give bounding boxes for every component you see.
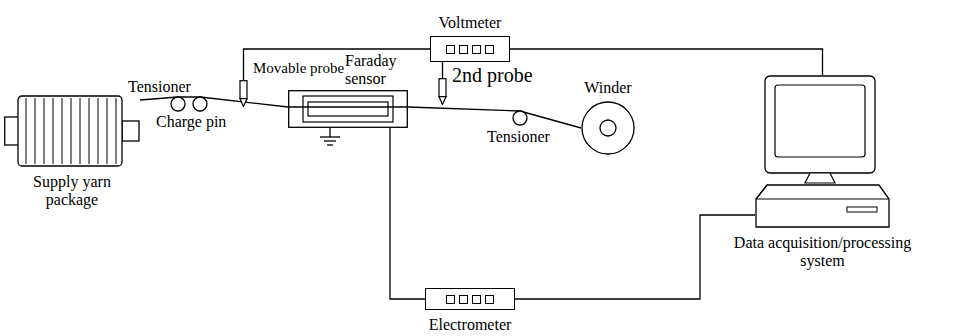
part-label: Tensioner (128, 78, 191, 96)
wire (140, 97, 288, 107)
probe-shape (438, 78, 447, 105)
computer-shape (755, 75, 890, 228)
node-label: Voltmeter (439, 14, 502, 32)
yarn-package: Supply yarn package (4, 95, 140, 167)
faraday-shape (288, 90, 408, 128)
computer: Data acquisition/processing system (755, 75, 890, 228)
meter-box (430, 36, 510, 62)
tensioner-roller (171, 97, 185, 111)
wire-line (510, 49, 823, 75)
probe: 2nd probe (438, 78, 447, 105)
wire-line (515, 215, 755, 299)
wire-line (390, 128, 425, 299)
part-label: Tensioner (487, 128, 550, 146)
wire (510, 49, 823, 75)
winder: Winder (581, 101, 635, 155)
wire (390, 128, 425, 299)
package-shape (4, 95, 140, 167)
wire-line (442, 62, 443, 78)
node-label: Movable probe (253, 60, 344, 77)
faraday-sensor: Faraday sensor (288, 90, 408, 128)
ground-symbol (320, 128, 340, 145)
part-label: Charge pin (156, 113, 226, 131)
charge-pin (193, 97, 207, 111)
node-label: 2nd probe (452, 64, 533, 87)
node-label: Data acquisition/processing system (713, 234, 933, 271)
node-label: Winder (584, 79, 631, 97)
probe-shape (239, 80, 248, 107)
node-label: Supply yarn package (17, 173, 127, 210)
movable-probe: Movable probe (239, 80, 248, 107)
wire-line (140, 97, 288, 107)
node-label: Electrometer (429, 316, 512, 334)
wire-line (244, 49, 431, 80)
tensioner-roller (513, 111, 527, 125)
wire (408, 107, 581, 128)
wire (515, 215, 755, 299)
meter-box (425, 288, 515, 310)
wire (244, 49, 431, 80)
wire-line (408, 107, 581, 128)
wire (442, 62, 443, 78)
winder-shape (581, 101, 635, 155)
electrometer-box: Electrometer (425, 288, 515, 310)
voltmeter-box: Voltmeter (430, 36, 510, 62)
node-label: Faraday sensor (345, 52, 407, 89)
